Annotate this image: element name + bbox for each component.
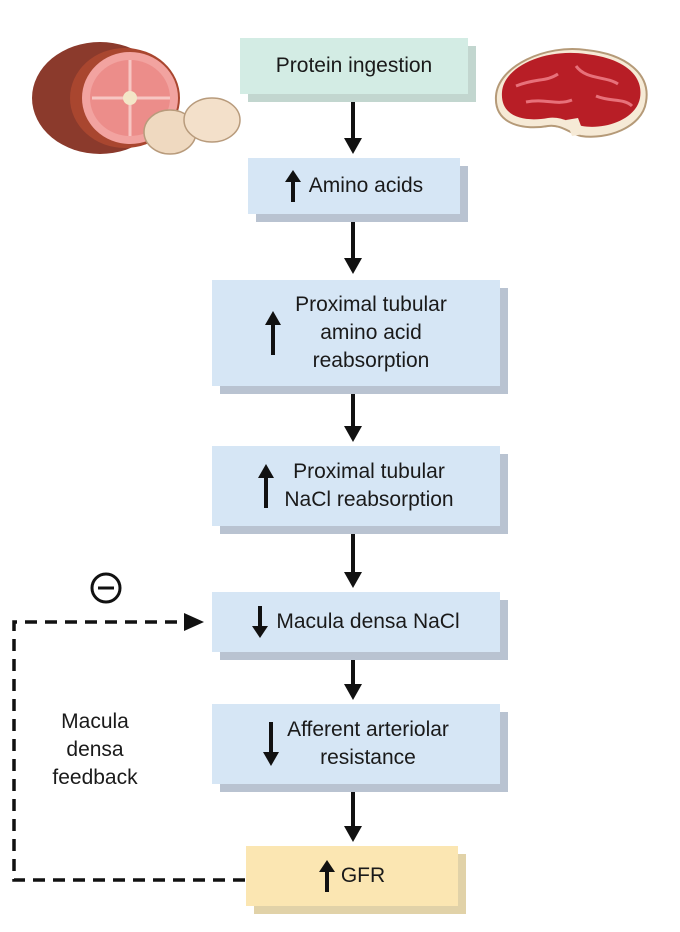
feedback-label: Macula densa feedback xyxy=(40,708,150,792)
feedback-line-2: densa xyxy=(66,738,124,761)
feedback-arrowhead xyxy=(184,613,204,631)
flow-arrowhead-5 xyxy=(344,684,362,700)
afferent-line-1: Afferent arteriolar xyxy=(287,718,449,741)
macula-densa-label: Macula densa NaCl xyxy=(276,610,460,633)
gfr-box: GFR xyxy=(246,846,458,906)
steak-icon xyxy=(494,48,648,138)
flow-arrowhead-2 xyxy=(344,258,362,274)
flow-arrowhead-6 xyxy=(344,826,362,842)
feedback-line-3: feedback xyxy=(52,766,138,789)
amino-acids-box: Amino acids xyxy=(248,158,460,214)
flow-arrowhead-4 xyxy=(344,572,362,588)
proximal-aa-label: Proximal tubular amino acid reabsorption xyxy=(295,291,447,375)
proximal-nacl-reabsorption-box: Proximal tubular NaCl reabsorption xyxy=(212,446,500,526)
up-arrow-icon xyxy=(284,170,301,202)
proximal-aa-line-2: amino acid xyxy=(320,321,422,344)
afferent-resistance-box: Afferent arteriolar resistance xyxy=(212,704,500,784)
protein-ingestion-label: Protein ingestion xyxy=(275,54,433,77)
up-arrow-icon xyxy=(265,311,282,355)
gfr-label: GFR xyxy=(340,864,386,887)
proximal-nacl-label: Proximal tubular NaCl reabsorption xyxy=(284,458,453,514)
protein-ingestion-box: Protein ingestion xyxy=(240,38,468,94)
afferent-line-2: resistance xyxy=(320,746,416,769)
down-arrow-icon xyxy=(252,606,269,638)
amino-acids-label: Amino acids xyxy=(308,174,424,197)
feedback-loop-path xyxy=(12,620,245,882)
afferent-label: Afferent arteriolar resistance xyxy=(287,716,449,772)
ham-eggs-icon xyxy=(32,42,241,155)
proximal-aa-reabsorption-box: Proximal tubular amino acid reabsorption xyxy=(212,280,500,386)
up-arrow-icon xyxy=(258,464,275,508)
down-arrow-icon xyxy=(263,722,280,766)
up-arrow-icon xyxy=(318,860,335,892)
inhibition-sign xyxy=(90,572,122,604)
proximal-aa-line-3: reabsorption xyxy=(312,349,430,372)
flow-arrowhead-1 xyxy=(344,138,362,154)
proximal-aa-line-1: Proximal tubular xyxy=(295,293,447,316)
flow-arrowhead-3 xyxy=(344,426,362,442)
proximal-nacl-line-2: NaCl reabsorption xyxy=(284,488,454,511)
macula-densa-nacl-box: Macula densa NaCl xyxy=(212,592,500,652)
feedback-line-1: Macula xyxy=(61,710,129,733)
proximal-nacl-line-1: Proximal tubular xyxy=(293,460,445,483)
